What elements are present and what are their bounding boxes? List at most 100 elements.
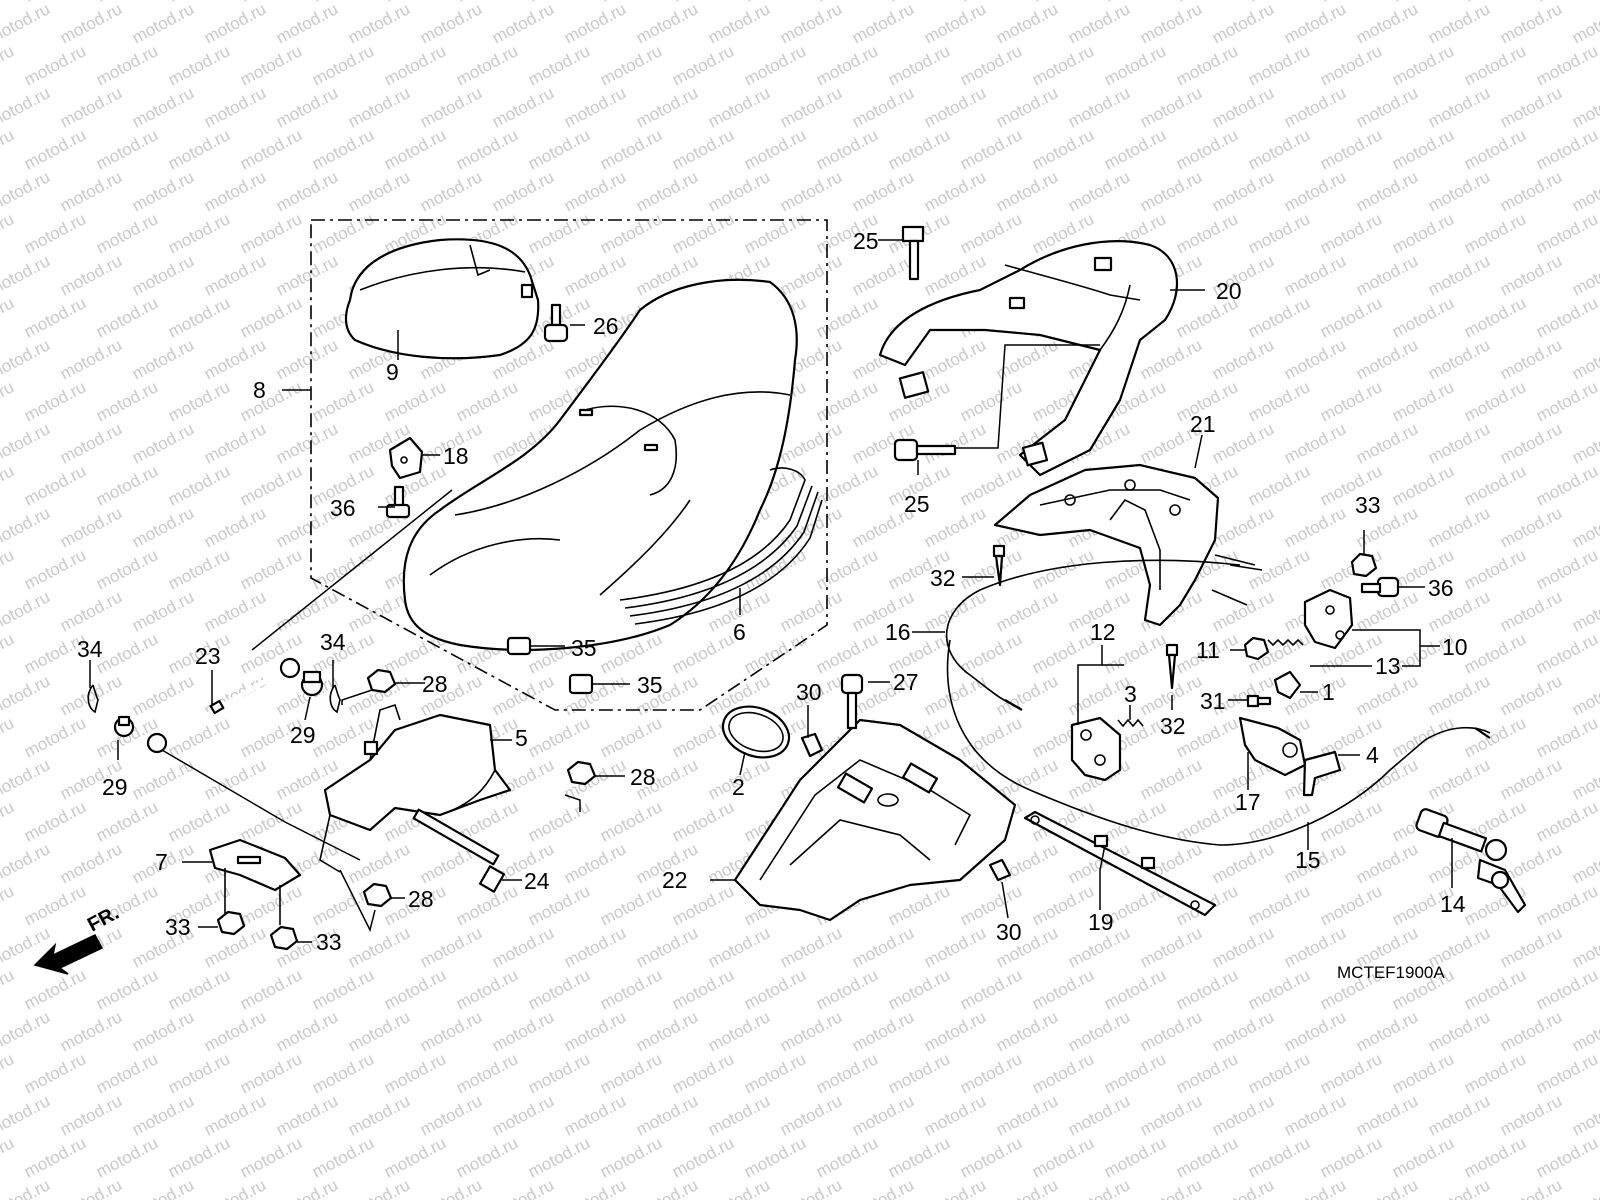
watermark-text: motod.ru (705, 923, 773, 971)
watermark-text: motod.ru (1425, 83, 1493, 131)
watermark-text: motod.ru (1209, 587, 1277, 635)
watermark-text: motod.ru (705, 0, 773, 48)
bracket-17 (1238, 716, 1307, 777)
watermark-text: motod.ru (201, 83, 269, 131)
watermark-text: motod.ru (1065, 1175, 1133, 1200)
callout-33: 33 (165, 914, 191, 940)
watermark-text: motod.ru (57, 83, 125, 131)
watermark-text: motod.ru (201, 0, 269, 48)
seat-bracket-18 (388, 436, 424, 480)
watermark-text: motod.ru (1101, 1049, 1169, 1097)
watermark-text: motod.ru (57, 839, 125, 887)
watermark-text: motod.ru (273, 251, 341, 299)
callout-16: 16 (885, 619, 911, 645)
watermark-text: motod.ru (1497, 83, 1565, 131)
callout-14: 14 (1440, 891, 1466, 917)
watermark-text: motod.ru (525, 125, 593, 173)
watermark-text: motod.ru (237, 125, 305, 173)
watermark-text: motod.ru (1461, 377, 1529, 425)
watermark-text: motod.ru (1353, 251, 1421, 299)
watermark-text: motod.ru (1245, 1133, 1313, 1181)
link-4 (1302, 750, 1342, 797)
watermark-text: motod.ru (1389, 713, 1457, 761)
watermark-text: motod.ru (1533, 461, 1600, 509)
watermark-text: motod.ru (561, 839, 629, 887)
watermark-text: motod.ru (777, 83, 845, 131)
watermark-text: motod.ru (1317, 41, 1385, 89)
watermark-text: motod.ru (93, 293, 161, 341)
watermark-text: motod.ru (1461, 629, 1529, 677)
watermark-text: motod.ru (0, 1133, 17, 1181)
watermark-text: motod.ru (777, 251, 845, 299)
watermark-text: motod.ru (993, 587, 1061, 635)
watermark-text: motod.ru (453, 377, 521, 425)
watermark-text: motod.ru (21, 797, 89, 845)
callout-26: 26 (593, 313, 619, 339)
watermark-text: motod.ru (489, 671, 557, 719)
gas-strut-part (146, 657, 301, 754)
bolt-36-left (385, 485, 411, 519)
watermark-text: motod.ru (1533, 965, 1600, 1013)
watermark-text: motod.ru (345, 167, 413, 215)
watermark-text: motod.ru (93, 377, 161, 425)
watermark-text: motod.ru (1533, 377, 1600, 425)
watermark-text: motod.ru (885, 41, 953, 89)
hinge-bracket-part (319, 703, 512, 873)
watermark-text: motod.ru (345, 83, 413, 131)
watermark-text: motod.ru (0, 881, 17, 929)
watermark-text: motod.ru (417, 1091, 485, 1139)
watermark-text: motod.ru (21, 881, 89, 929)
watermark-text: motod.ru (561, 1175, 629, 1200)
watermark-text: motod.ru (165, 461, 233, 509)
watermark-text: motod.ru (921, 167, 989, 215)
watermark-text: motod.ru (165, 0, 233, 6)
watermark-text: motod.ru (1065, 671, 1133, 719)
watermark-text: motod.ru (1245, 41, 1313, 89)
watermark-text: motod.ru (1245, 0, 1313, 6)
watermark-text: motod.ru (1209, 839, 1277, 887)
callout-4: 4 (1366, 742, 1379, 768)
watermark-text: motod.ru (957, 1049, 1025, 1097)
watermark-text: motod.ru (1497, 1091, 1565, 1139)
watermark-text: motod.ru (453, 1049, 521, 1097)
callout-36: 36 (1428, 575, 1454, 601)
watermark-text: motod.ru (345, 0, 413, 48)
watermark-text: motod.ru (849, 251, 917, 299)
watermark-text: motod.ru (1425, 167, 1493, 215)
watermark-text: motod.ru (1209, 503, 1277, 551)
watermark-text: motod.ru (309, 1049, 377, 1097)
watermark-text: motod.ru (0, 797, 17, 845)
backrest-bolt-26 (543, 303, 569, 343)
watermark-text: motod.ru (1209, 0, 1277, 48)
watermark-text: motod.ru (777, 587, 845, 635)
callout-2: 2 (732, 774, 745, 800)
watermark-text: motod.ru (1353, 1007, 1421, 1055)
watermark-text: motod.ru (165, 209, 233, 257)
watermark-text: motod.ru (0, 1007, 53, 1055)
watermark-text: motod.ru (1461, 965, 1529, 1013)
cable-16 (945, 559, 1241, 709)
watermark-text: motod.ru (1029, 1049, 1097, 1097)
watermark-text: motod.ru (0, 419, 53, 467)
callout-28: 28 (408, 886, 434, 912)
watermark-text: motod.ru (1533, 1049, 1600, 1097)
watermark-text: motod.ru (93, 1133, 161, 1181)
watermark-text: motod.ru (417, 167, 485, 215)
watermark-text: motod.ru (93, 461, 161, 509)
watermark-text: motod.ru (1497, 671, 1565, 719)
callout-28: 28 (630, 764, 656, 790)
watermark-text: motod.ru (1497, 1007, 1565, 1055)
watermark-text: motod.ru (1533, 41, 1600, 89)
watermark-text: motod.ru (597, 41, 665, 89)
callout-28: 28 (422, 671, 448, 697)
callout-27: 27 (893, 669, 919, 695)
watermark-text: motod.ru (1065, 1091, 1133, 1139)
watermark-text: motod.ru (0, 629, 17, 677)
watermark-text: motod.ru (1245, 293, 1313, 341)
watermark-text: motod.ru (21, 965, 89, 1013)
callout-21: 21 (1190, 411, 1216, 437)
watermark-text: motod.ru (1461, 293, 1529, 341)
cable-15 (946, 639, 1491, 846)
watermark-text: motod.ru (1353, 83, 1421, 131)
